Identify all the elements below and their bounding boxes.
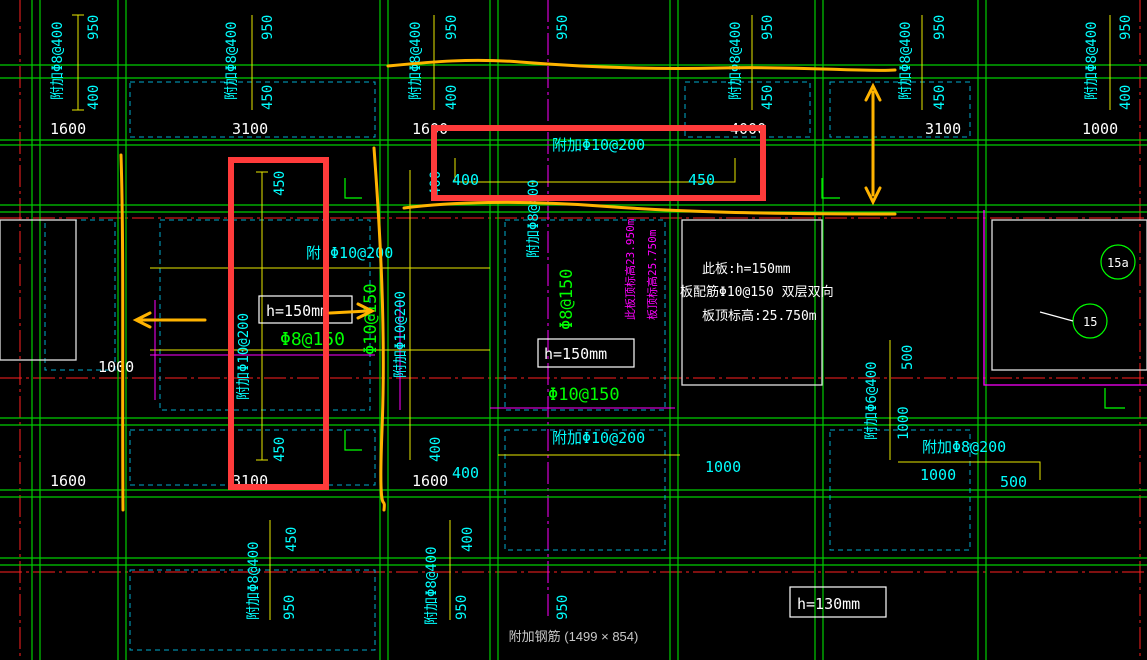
dim-1000-right: 1000 [920,466,956,484]
vlabel-950-2: 950 [260,15,276,40]
vlabel-phi8-400-center: 附加Φ8@400 [526,179,542,258]
vlabel-450-6: 450 [932,85,948,110]
vertical-green-labels: Φ8@150 Φ10@150 [361,269,577,355]
vlabel-950-b2: 950 [454,595,470,620]
dim-400-bottom: 400 [452,464,479,482]
vlabel-magenta-b: 板顶标高25.750m [645,229,659,320]
vlabel-500-right: 500 [900,345,916,370]
vlabel-phi8-400-1: 附加Φ8@400 [50,21,66,100]
vlabel-950-5: 950 [760,15,776,40]
vlabel-950-7: 950 [1118,15,1134,40]
dim-1600-bottom-left: 1600 [50,472,86,490]
vlabel-phi10-150: Φ10@150 [361,283,381,355]
vlabel-phi10-200-mid: 附加Φ10@200 [393,291,409,378]
h150-tag-mid: h=150mm [544,345,607,363]
rebar-lines [72,14,1111,620]
vlabel-phi10-200-left: 附加Φ10@200 [236,313,252,400]
vlabel-phi6-400: 附加Φ6@400 [864,361,880,440]
image-caption: 附加钢筋 (1499 × 854) [508,629,639,644]
highlight-box-horizontal [431,125,766,201]
vlabel-950-b1: 950 [282,595,298,620]
vlabel-950-b3: 950 [555,595,571,620]
label-phi10-200-top: 附加Φ10@200 [552,136,645,154]
dim-3100-top: 3100 [232,120,268,138]
vlabel-phi8-400-5: 附加Φ8@400 [898,21,914,100]
vlabel-950-6: 950 [932,15,948,40]
label-phi10-150: Φ10@150 [548,385,620,405]
dim-1600-top-left: 1600 [50,120,86,138]
vlabel-950-4: 950 [555,15,571,40]
vlabel-phi8-400-b2: 附加Φ8@400 [424,546,440,625]
vlabel-magenta-a: 此板顶标高23.950m [623,218,637,320]
circle-label-15a: 15a [1107,256,1129,270]
slab-note-line3: 板顶标高:25.750m [702,308,817,324]
vlabel-450-left-bottom: 450 [272,437,288,462]
vlabel-400-mid-bottom: 400 [428,437,444,462]
vlabel-450-left-top: 450 [272,171,288,196]
grid-bubble-15a [1100,244,1136,280]
thickness-tags: h=150mm h=150mm h=130mm [258,295,887,618]
dim-1600-top-mid: 1600 [412,120,448,138]
vlabel-950-1: 950 [86,15,102,40]
vlabel-phi8-400-2: 附加Φ8@400 [224,21,240,100]
vlabel-400-3: 400 [444,85,460,110]
vlabel-950-3: 950 [444,15,460,40]
slab-note: 此板:h=150mm 板配筋Φ10@150 双层双向 板顶标高:25.750m [680,262,834,324]
vlabel-phi8-400-3: 附加Φ8@400 [408,21,424,100]
vlabel-400-b2: 400 [460,527,476,552]
vlabel-phi8-400-b1: 附加Φ8@400 [246,541,262,620]
grid-bubbles [1039,244,1136,339]
special-slab-frames [0,210,1147,386]
slab-outlines [44,81,971,651]
vlabel-400-1: 400 [86,85,102,110]
vlabel-phi8-400-4: 附加Φ8@400 [728,21,744,100]
dim-1000-top-right: 1000 [1082,120,1118,138]
h150-tag-left: h=150mm [266,302,329,320]
dim-1000-center: 1000 [705,458,741,476]
highlight-boxes [228,125,766,490]
dim-500-right: 500 [1000,473,1027,491]
slab-note-line1: 此板:h=150mm [702,262,791,277]
label-phi8-150-left: Φ8@150 [280,329,345,350]
highlight-box-vertical [228,157,329,490]
vertical-labels: 附加Φ8@400 950 400 附加Φ8@400 950 450 附加Φ8@4… [50,15,1134,625]
vlabel-450-2: 450 [260,85,276,110]
dim-3100-top-right: 3100 [925,120,961,138]
vlabel-phi8-150: Φ8@150 [557,269,577,330]
vertical-magenta-labels: 此板顶标高23.950m 板顶标高25.750m [623,218,659,320]
dim-450-top-box: 450 [688,171,715,189]
dim-1600-bottom-mid: 1600 [412,472,448,490]
label-phi8-200-right: 附加Φ8@200 [922,438,1006,456]
vlabel-phi8-400-6: 附加Φ8@400 [1084,21,1100,100]
label-phi10-200-bottom: 附加Φ10@200 [552,429,645,447]
vlabel-1000-right: 1000 [896,406,912,440]
dim-1000-left: 1000 [98,358,134,376]
h130-tag: h=130mm [797,595,860,613]
vlabel-450-5: 450 [760,85,776,110]
dim-400-top-box: 400 [452,171,479,189]
vlabel-400-7: 400 [1118,85,1134,110]
vlabel-450-b1: 450 [284,527,300,552]
magenta-rebar [150,300,675,410]
circle-label-15: 15 [1083,315,1097,329]
markup-strokes [119,58,897,512]
slab-note-line2: 板配筋Φ10@150 双层双向 [680,284,834,300]
column-marks [344,178,1125,451]
